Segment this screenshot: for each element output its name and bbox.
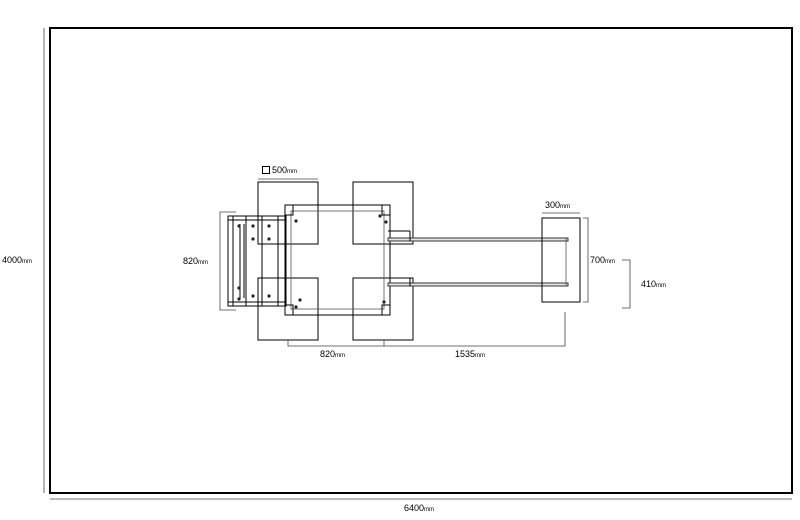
rail-spacing-dim-line: [622, 259, 631, 309]
corner-bracket-br: [381, 304, 391, 316]
ladder-bolt: [267, 294, 271, 298]
rail-length-label: 1535mm: [455, 349, 485, 359]
end-pad-length-label: 700mm: [590, 255, 615, 265]
bolt-bl: [294, 305, 298, 309]
total-height-label: 4000mm: [2, 255, 32, 265]
end-pad-length-unit: mm: [605, 259, 616, 265]
end-pad-length-dim-line: [583, 217, 589, 303]
corner-bracket-bl: [284, 304, 294, 316]
frame-length-dim-line: [287, 340, 385, 347]
pad-size-label: 500mm: [262, 165, 297, 175]
bolt-bl2: [298, 298, 302, 302]
bolt-br: [382, 300, 386, 304]
ladder-bolt: [237, 286, 241, 290]
footing-pad-top-left: [257, 181, 319, 245]
bolt-tl: [294, 219, 298, 223]
pad-size-unit: mm: [287, 169, 298, 175]
ladder-bolt: [267, 237, 271, 241]
rail-spacing-unit: mm: [656, 283, 667, 289]
ladder-frame: [227, 215, 287, 307]
end-pad-width-unit: mm: [560, 204, 571, 210]
bolt-tr: [378, 214, 382, 218]
rail-length-dim-line: [384, 312, 566, 347]
frame-length-unit: mm: [335, 353, 346, 359]
corner-bracket-tl: [284, 204, 294, 216]
rail-spacing-label: 410mm: [641, 279, 666, 289]
frame-length-value: 820: [320, 349, 336, 359]
ladder-bolt: [251, 294, 255, 298]
end-pad: [541, 217, 581, 303]
ladder-bolt: [251, 237, 255, 241]
ladder-bolt: [267, 224, 271, 228]
site-boundary: [49, 27, 793, 494]
total-height-unit: mm: [22, 259, 33, 265]
rail-spacing-value: 410: [641, 279, 657, 289]
total-height-value: 4000: [2, 255, 23, 265]
rail-length-value: 1535: [455, 349, 476, 359]
frame-width-unit: mm: [198, 260, 209, 266]
ladder-bolt: [251, 224, 255, 228]
end-pad-width-label: 300mm: [545, 200, 570, 210]
total-width-label: 6400mm: [404, 503, 434, 513]
lower-rail: [387, 282, 569, 287]
upper-rail: [387, 237, 569, 242]
frame-width-dim-line: [219, 211, 236, 311]
corner-bracket-tr: [381, 204, 391, 216]
total-width-unit: mm: [424, 507, 435, 513]
frame-width-value: 820: [183, 256, 199, 266]
footing-pad-top-right: [352, 181, 414, 245]
frame-width-label: 820mm: [183, 256, 208, 266]
main-frame-inner: [290, 210, 385, 310]
rail-length-unit: mm: [475, 353, 486, 359]
pad-size-value: 500: [272, 165, 288, 175]
ladder-bolt: [237, 297, 241, 301]
end-pad-length-value: 700: [590, 255, 606, 265]
total-width-value: 6400: [404, 503, 425, 513]
main-frame: [284, 204, 391, 316]
end-pad-width-value: 300: [545, 200, 561, 210]
ladder-bolt: [237, 224, 241, 228]
square-symbol-icon: [262, 166, 270, 174]
frame-length-label: 820mm: [320, 349, 345, 359]
bolt-tr2: [384, 220, 388, 224]
